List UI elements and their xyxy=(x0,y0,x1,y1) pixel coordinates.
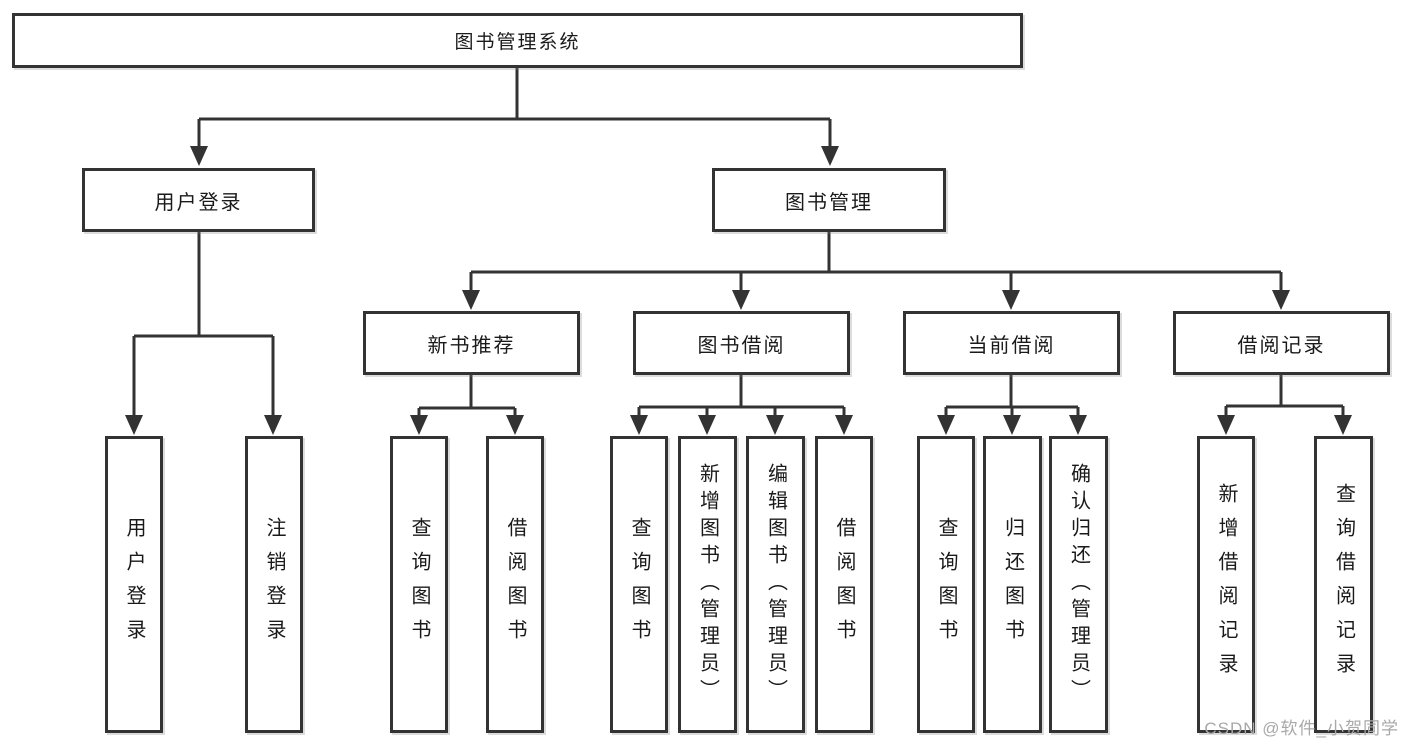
node-label: 图书管理系统 xyxy=(454,32,581,53)
node-label: 当前借阅 xyxy=(967,334,1056,357)
node-label: 新书推荐 xyxy=(427,334,516,357)
node-label: 查询借阅记录 xyxy=(1332,482,1355,687)
node-label: 编辑图书（管理员） xyxy=(764,463,787,706)
node-label: 用户登录 xyxy=(154,191,243,214)
node-label: 图书管理 xyxy=(785,191,873,214)
node-borrowing-records: 借阅记录 xyxy=(1173,311,1390,375)
leaf-add-books-admin: 新增图书（管理员） xyxy=(678,436,737,733)
node-root-system: 图书管理系统 xyxy=(12,13,1023,68)
node-label: 注销登录 xyxy=(263,516,285,653)
leaf-query-books-recommend: 查询图书 xyxy=(390,436,448,733)
node-label: 借阅图书 xyxy=(833,516,855,653)
node-user-login-branch: 用户登录 xyxy=(82,168,315,232)
node-label: 用户登录 xyxy=(123,516,145,653)
node-book-management-branch: 图书管理 xyxy=(712,168,946,232)
leaf-add-borrow-record: 新增借阅记录 xyxy=(1197,436,1255,733)
leaf-return-books: 归还图书 xyxy=(983,436,1042,733)
leaf-edit-books-admin: 编辑图书（管理员） xyxy=(746,436,805,733)
node-book-borrowing: 图书借阅 xyxy=(633,311,850,375)
watermark-text: CSDN @软件_小贺同学 xyxy=(1204,719,1399,738)
node-label: 图书借阅 xyxy=(697,334,786,357)
leaf-query-books-current: 查询图书 xyxy=(917,436,975,733)
node-label: 查询图书 xyxy=(935,516,957,653)
node-label: 确认归还（管理员） xyxy=(1067,463,1090,706)
leaf-borrow-books-recommend: 借阅图书 xyxy=(486,436,544,733)
leaf-borrow-books: 借阅图书 xyxy=(815,436,873,733)
node-label: 归还图书 xyxy=(1001,516,1024,653)
node-label: 借阅记录 xyxy=(1237,334,1326,357)
node-new-book-recommendation: 新书推荐 xyxy=(363,311,580,375)
leaf-logout: 注销登录 xyxy=(245,436,303,733)
leaf-query-borrow-record: 查询借阅记录 xyxy=(1314,436,1373,733)
node-label: 新增借阅记录 xyxy=(1215,482,1237,687)
node-label: 查询图书 xyxy=(628,516,650,653)
node-label: 借阅图书 xyxy=(504,516,526,653)
node-label: 新增图书（管理员） xyxy=(696,463,719,706)
leaf-query-books-borrowing: 查询图书 xyxy=(610,436,668,733)
node-current-borrowing: 当前借阅 xyxy=(903,311,1120,375)
node-label: 查询图书 xyxy=(408,516,430,653)
leaf-confirm-return-admin: 确认归还（管理员） xyxy=(1049,436,1108,733)
leaf-user-login: 用户登录 xyxy=(105,436,163,733)
